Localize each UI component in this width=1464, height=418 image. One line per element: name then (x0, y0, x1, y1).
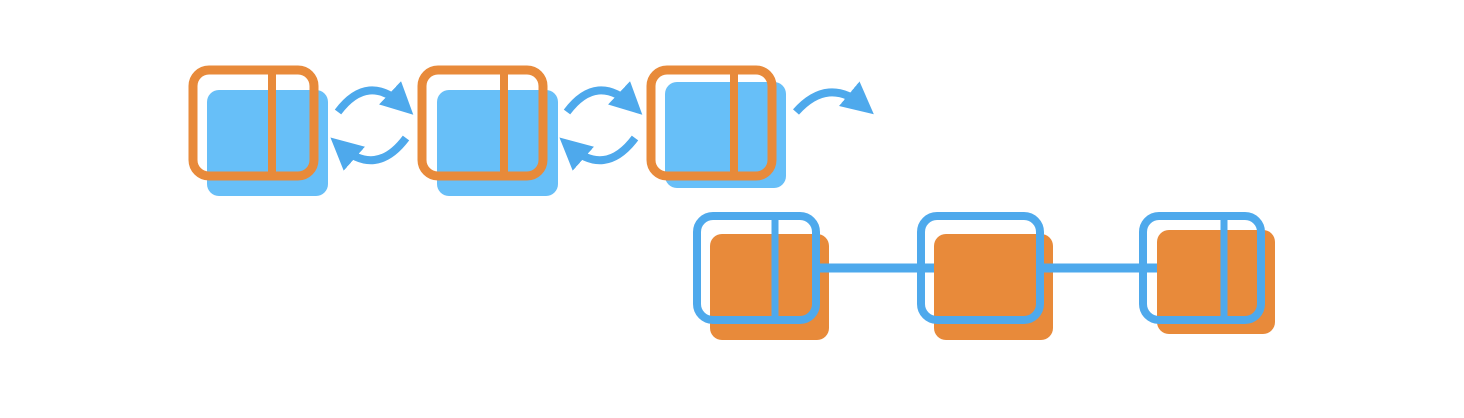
node-outline (646, 65, 777, 181)
node-fill (207, 90, 328, 196)
list-node-2 (417, 65, 558, 196)
backward-curve-arrow (330, 135, 410, 171)
node-outline (1139, 212, 1265, 324)
forward-curve-arrow (793, 81, 874, 115)
backward-curve-arrow (559, 135, 639, 171)
trailing-link (793, 81, 874, 115)
node-fill (710, 234, 829, 340)
doubly-linked-list-row (188, 65, 874, 196)
list-node-3 (1139, 212, 1275, 334)
bidirectional-link-2 (559, 81, 643, 171)
list-node-3 (646, 65, 786, 188)
node-fill (934, 234, 1053, 340)
node-fill (437, 90, 558, 196)
singly-linked-list-row (693, 212, 1275, 340)
list-node-1 (188, 65, 328, 196)
node-fill (665, 82, 786, 188)
node-fill (1157, 230, 1275, 334)
list-node-1 (693, 212, 829, 340)
bidirectional-link-1 (330, 81, 414, 171)
list-node-2 (917, 212, 1053, 340)
node-outline (188, 65, 319, 181)
forward-curve-arrow (334, 81, 414, 115)
node-outline (417, 65, 548, 181)
forward-curve-arrow (563, 81, 643, 115)
